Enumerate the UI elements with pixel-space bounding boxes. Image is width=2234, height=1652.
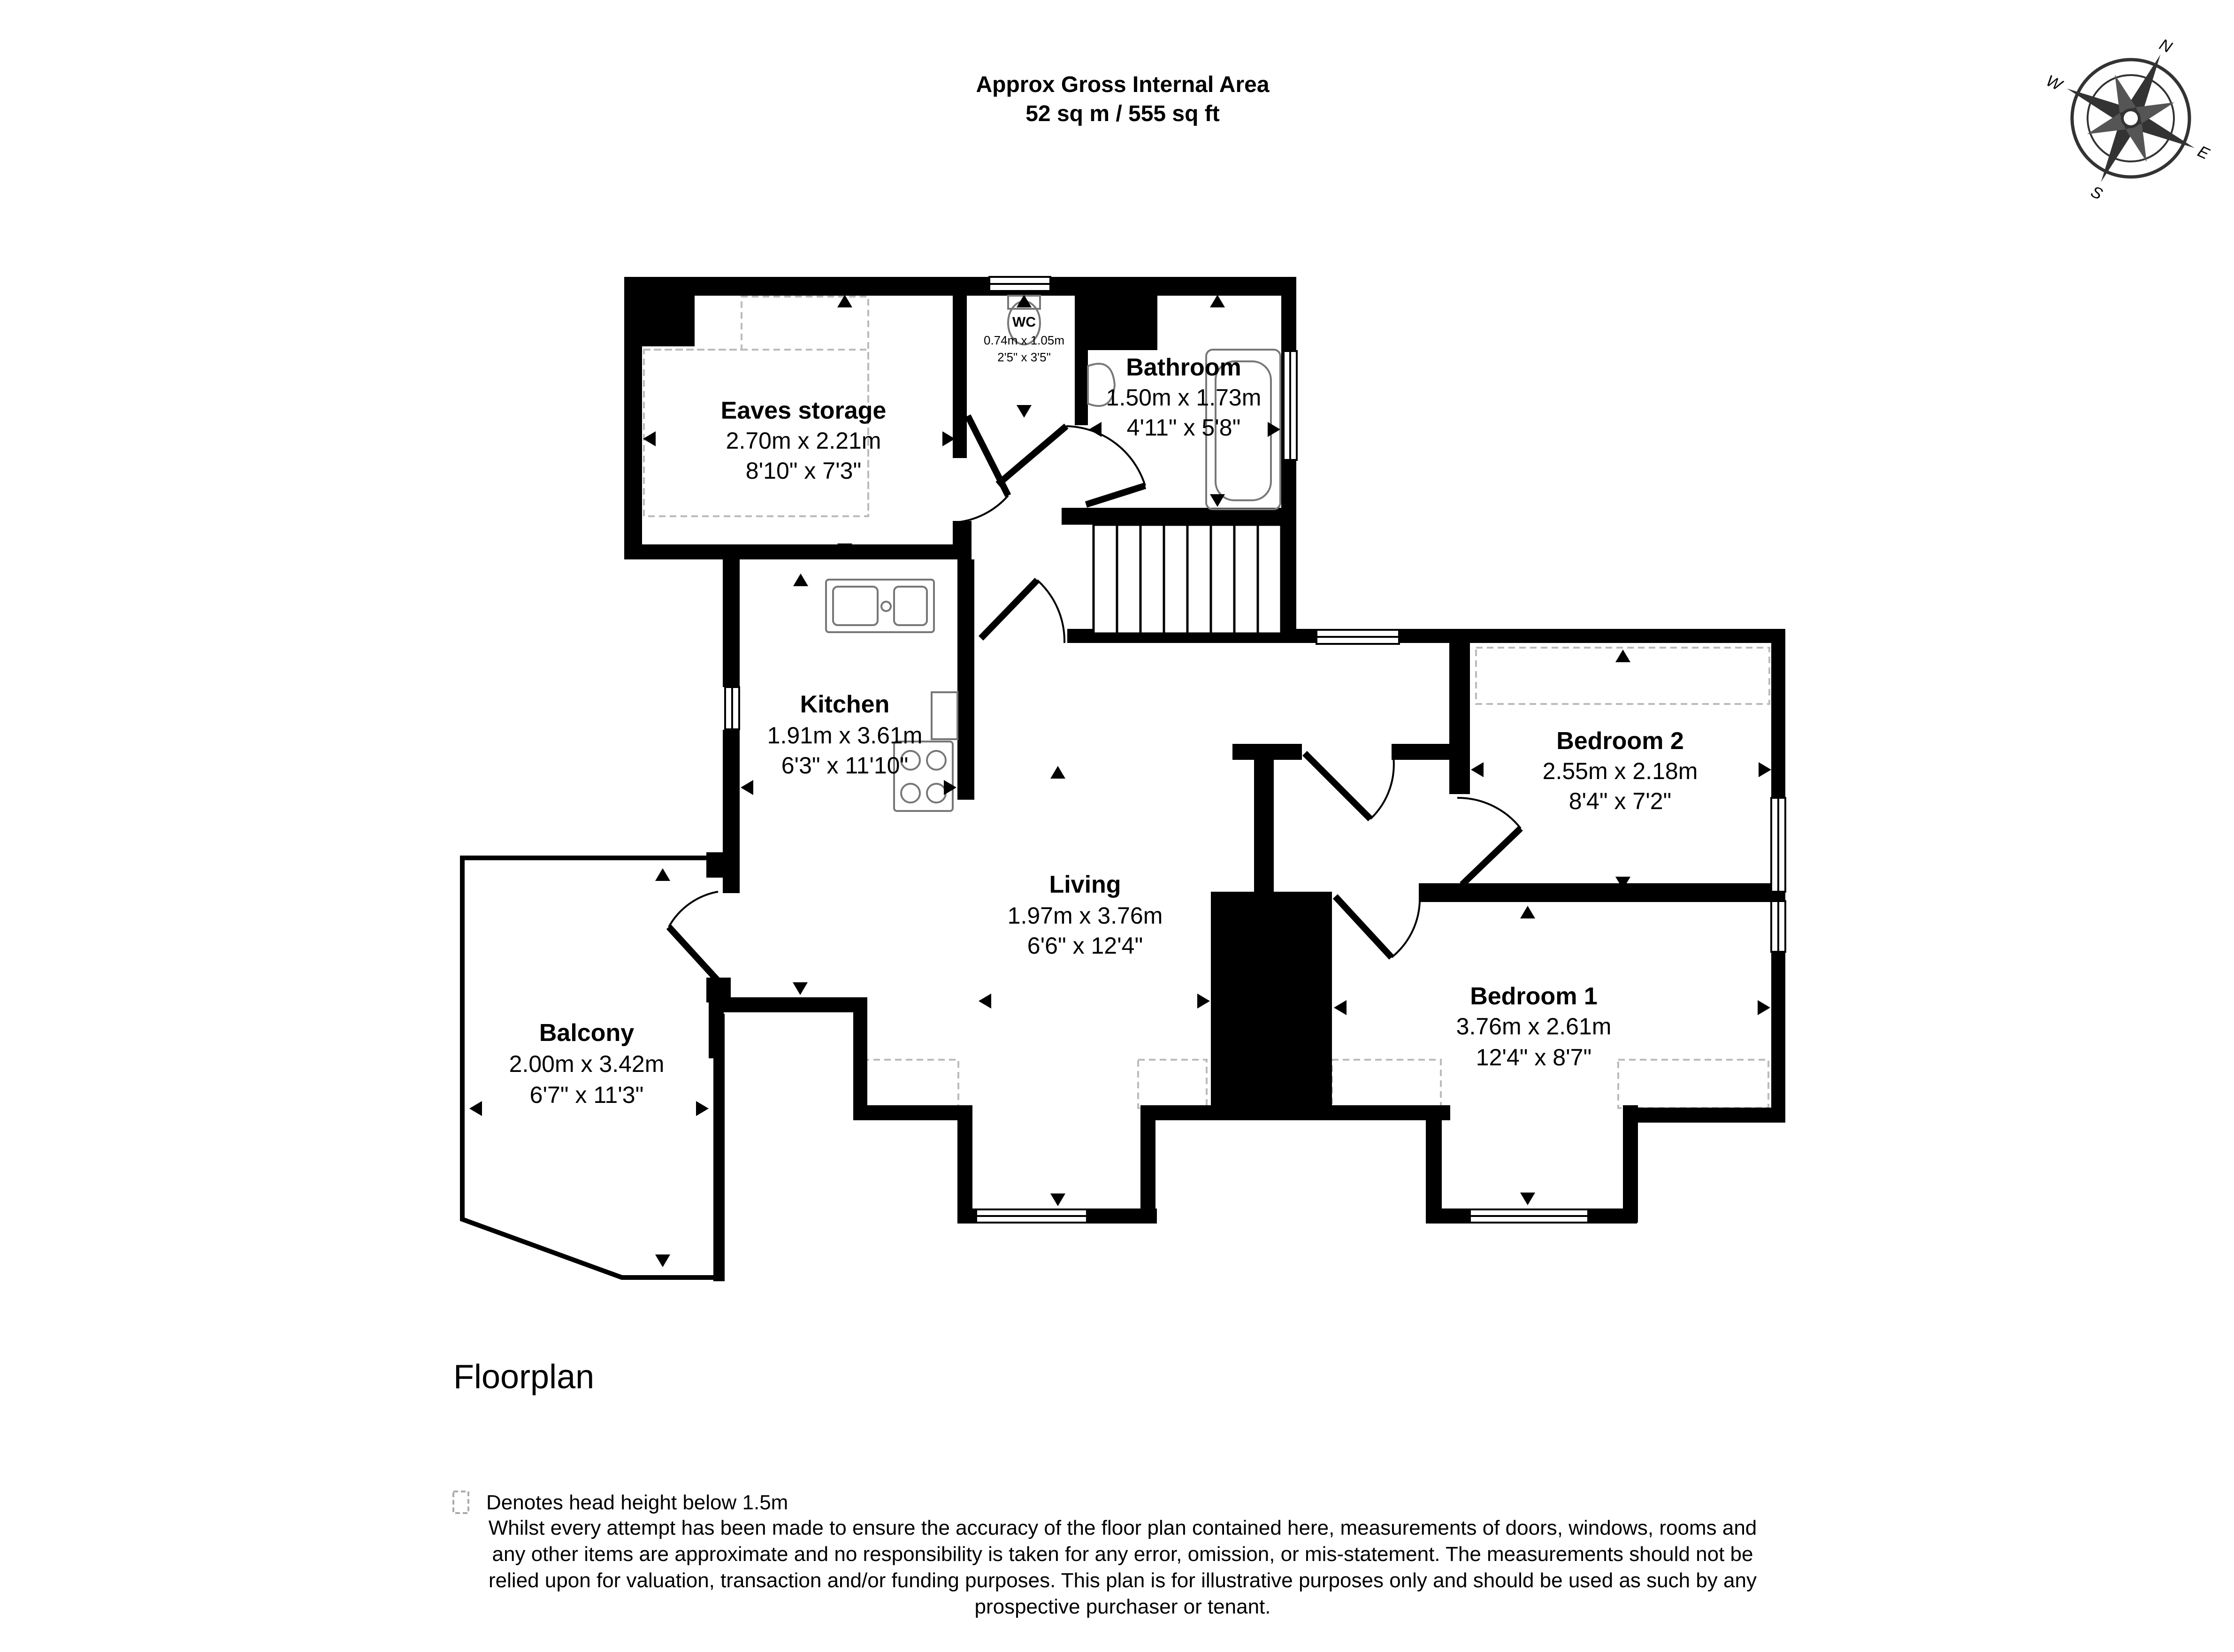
walls <box>624 277 1785 1281</box>
header-title: Approx Gross Internal Area <box>976 72 1269 97</box>
room-bedroom-2: Bedroom 2 2.55m x 2.18m 8'4" x 7'2" <box>1543 727 1698 814</box>
room-name: Bedroom 2 <box>1556 727 1684 755</box>
legend-text: Denotes head height below 1.5m <box>486 1491 788 1514</box>
compass-rose: N E S W <box>2043 36 2212 204</box>
header-area: 52 sq m / 555 sq ft <box>1025 101 1220 126</box>
room-metric: 1.91m x 3.61m <box>767 722 923 749</box>
room-bathroom: Bathroom 1.50m x 1.73m 4'11" x 5'8" <box>1106 354 1262 441</box>
compass-west: W <box>2043 72 2066 95</box>
kitchen-hob-icon <box>893 741 954 812</box>
room-metric: 3.76m x 2.61m <box>1456 1013 1612 1040</box>
room-metric: 0.74m x 1.05m <box>984 333 1064 347</box>
room-imperial: 4'11" x 5'8" <box>1127 414 1241 441</box>
compass-south: S <box>2088 183 2105 203</box>
room-living: Living 1.97m x 3.76m 6'6" x 12'4" <box>1008 871 1163 959</box>
room-imperial: 8'4" x 7'2" <box>1569 788 1672 814</box>
room-metric: 2.70m x 2.21m <box>726 428 881 454</box>
legend: Denotes head height below 1.5m <box>452 1491 788 1514</box>
room-dimension-arrows <box>469 295 1771 1267</box>
balcony-outline <box>460 856 718 1280</box>
room-imperial: 12'4" x 8'7" <box>1476 1044 1591 1071</box>
room-imperial: 6'7" x 11'3" <box>530 1082 644 1108</box>
disclaimer-line-1: Whilst every attempt has been made to en… <box>489 1516 1757 1539</box>
room-metric: 1.50m x 1.73m <box>1106 384 1262 411</box>
room-name: WC <box>1012 314 1036 330</box>
room-name: Eaves storage <box>721 397 887 424</box>
room-name: Living <box>1049 871 1121 898</box>
room-imperial: 8'10" x 7'3" <box>746 458 861 484</box>
room-metric: 2.00m x 3.42m <box>509 1051 665 1077</box>
fixtures <box>825 295 1281 812</box>
room-metric: 1.97m x 3.76m <box>1008 902 1163 929</box>
staircase <box>1092 523 1283 635</box>
room-kitchen: Kitchen 1.91m x 3.61m 6'3" x 11'10" <box>767 691 923 779</box>
compass-north: N <box>2157 36 2175 57</box>
room-eaves-storage: Eaves storage 2.70m x 2.21m 8'10" x 7'3" <box>721 397 887 484</box>
room-imperial: 2'5" x 3'5" <box>997 350 1051 364</box>
room-balcony: Balcony 2.00m x 3.42m 6'7" x 11'3" <box>509 1019 665 1108</box>
doors <box>666 414 1523 983</box>
room-name: Bathroom <box>1126 354 1241 381</box>
disclaimer-line-4: prospective purchaser or tenant. <box>974 1595 1270 1618</box>
room-wc: WC 0.74m x 1.05m 2'5" x 3'5" <box>984 314 1064 364</box>
disclaimer-line-2: any other items are approximate and no r… <box>492 1543 1753 1566</box>
room-name: Kitchen <box>800 691 890 718</box>
windows <box>724 276 1786 1224</box>
compass-east: E <box>2195 142 2212 163</box>
floor-label: Floorplan <box>453 1358 594 1396</box>
room-name: Bedroom 1 <box>1470 983 1598 1010</box>
room-name: Balcony <box>539 1019 634 1047</box>
kitchen-sink-icon <box>825 579 935 633</box>
low-head-height-swatch-icon <box>452 1491 469 1514</box>
basin-icon <box>1087 363 1116 407</box>
room-imperial: 6'3" x 11'10" <box>781 752 909 779</box>
room-bedroom-1: Bedroom 1 3.76m x 2.61m 12'4" x 8'7" <box>1456 983 1612 1071</box>
room-metric: 2.55m x 2.18m <box>1543 758 1698 784</box>
disclaimer-line-3: relied upon for valuation, transaction a… <box>489 1569 1757 1592</box>
disclaimer: Whilst every attempt has been made to en… <box>489 1516 1757 1618</box>
room-imperial: 6'6" x 12'4" <box>1027 933 1143 959</box>
